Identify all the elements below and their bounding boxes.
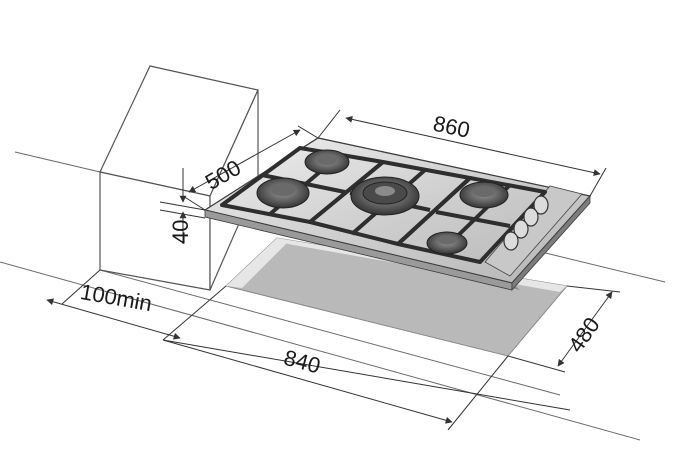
- dimension-100min: [46, 269, 227, 341]
- burner-icon: [459, 181, 509, 209]
- dimension-500: [182, 125, 319, 211]
- label-side-clearance: 100min: [78, 279, 153, 316]
- dimension-480: [507, 285, 621, 373]
- burner-icon: [304, 149, 350, 175]
- dimension-860: [317, 109, 607, 197]
- label-hob-height: 40: [168, 220, 193, 244]
- control-knob-icon: [503, 195, 549, 251]
- burner-icon: [350, 176, 420, 216]
- dimension-40: [159, 168, 206, 244]
- burner-icon: [256, 177, 310, 209]
- burner-icon: [426, 231, 468, 255]
- dimension-840: [162, 339, 571, 431]
